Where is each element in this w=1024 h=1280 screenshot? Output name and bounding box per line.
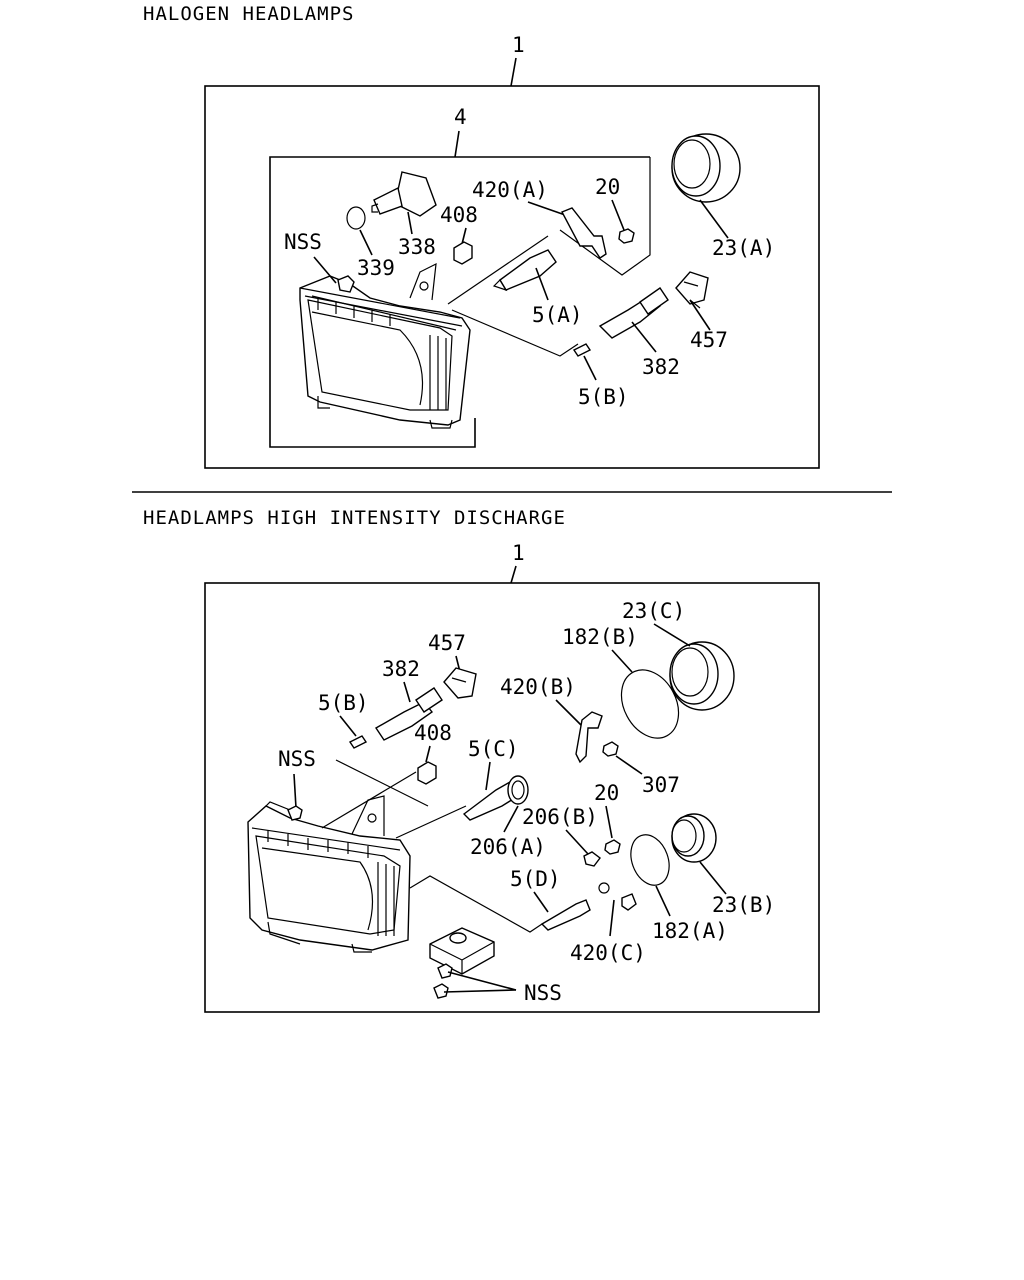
halogen-inner-leader	[454, 130, 460, 158]
hid-screw-307: 307	[602, 741, 680, 797]
hid-headlamp-body	[247, 795, 411, 953]
halogen-5b-label: 5(B)	[578, 385, 629, 409]
hid-dash-5d	[409, 875, 543, 933]
halogen-382-label: 382	[642, 355, 680, 379]
halogen-inner-frame	[269, 156, 650, 448]
halogen-bulb-socket-338: 338	[371, 171, 437, 259]
hid-23b-label: 23(B)	[712, 893, 775, 917]
halogen-nss-screw: NSS	[284, 230, 355, 293]
halogen-338-label: 338	[398, 235, 436, 259]
halogen-457-label: 457	[690, 328, 728, 352]
hid-206b-label: 206(B)	[522, 805, 598, 829]
hid-bulb-5c: 5(C)	[462, 737, 529, 821]
hid-nss-bottom-label: NSS	[524, 981, 562, 1005]
hid-182b-label: 182(B)	[562, 625, 638, 649]
hid-nss-bottom: NSS	[443, 971, 562, 1005]
halogen-5a-label: 5(A)	[532, 303, 583, 327]
halogen-nss-label: NSS	[284, 230, 322, 254]
hid-outer-frame	[204, 582, 820, 1013]
halogen-section: HALOGEN HEADLAMPS 1 4 NSS	[143, 3, 820, 469]
halogen-socket-457: 457	[675, 271, 728, 352]
halogen-o-ring-339: 339	[346, 206, 395, 280]
hid-assembly-leader	[510, 565, 517, 584]
halogen-339-label: 339	[357, 256, 395, 280]
hid-ballast-unit	[429, 927, 495, 999]
hid-bulb-382: 382	[375, 657, 443, 741]
hid-bulb-5d: 5(D)	[510, 867, 591, 931]
hid-dash-408	[321, 771, 417, 829]
halogen-collar-408: 408	[440, 203, 478, 265]
hid-dash-5c	[395, 805, 467, 839]
hid-5c-label: 5(C)	[468, 737, 519, 761]
hid-382-label: 382	[382, 657, 420, 681]
hid-420b-label: 420(B)	[500, 675, 576, 699]
hid-o-ring-182a: 182(A)	[630, 834, 728, 943]
hid-206a: 206(A)	[470, 805, 546, 859]
halogen-inner-frame-notch	[559, 157, 651, 276]
halogen-408-label: 408	[440, 203, 478, 227]
hid-cap-23c: 23(C)	[622, 599, 735, 711]
hid-182a-label: 182(A)	[652, 919, 728, 943]
hid-dash-5b	[335, 759, 429, 807]
halogen-dash-5a	[447, 235, 549, 305]
hid-307-label: 307	[642, 773, 680, 797]
halogen-assembly-label: 1	[512, 33, 525, 57]
hid-420c-label: 420(C)	[570, 941, 646, 965]
halogen-section-title: HALOGEN HEADLAMPS	[143, 3, 354, 25]
hid-5d-label: 5(D)	[510, 867, 561, 891]
halogen-cap-23a: 23(A)	[671, 133, 775, 260]
hid-section-title: HEADLAMPS HIGH INTENSITY DISCHARGE	[143, 507, 566, 529]
hid-screw-20: 20	[594, 781, 621, 855]
hid-collar-408: 408	[414, 721, 452, 785]
halogen-headlamp-body	[299, 262, 471, 429]
halogen-assembly-leader	[510, 57, 517, 87]
hid-clip-206b: 206(B)	[522, 805, 601, 867]
hid-socket-457: 457	[428, 631, 477, 699]
halogen-inner-assembly-label: 4	[454, 105, 467, 129]
hid-5b-label: 5(B)	[318, 691, 369, 715]
hid-23c-label: 23(C)	[622, 599, 685, 623]
halogen-bulb-382: 382	[598, 287, 680, 379]
halogen-20-label: 20	[595, 175, 620, 199]
halogen-bulb-5b: 5(B)	[572, 343, 629, 409]
hid-nss-top: NSS	[278, 747, 316, 821]
hid-408-label: 408	[414, 721, 452, 745]
hid-bracket-420c: 420(C)	[570, 882, 646, 965]
halogen-23a-label: 23(A)	[712, 236, 775, 260]
hid-section: HEADLAMPS HIGH INTENSITY DISCHARGE 1 NSS	[143, 507, 820, 1013]
halogen-screw-20: 20	[595, 175, 635, 244]
hid-bulb-5b: 5(B)	[318, 691, 369, 749]
hid-assembly-label: 1	[512, 541, 525, 565]
halogen-420a-label: 420(A)	[472, 178, 548, 202]
hid-nss-top-label: NSS	[278, 747, 316, 771]
halogen-outer-frame	[204, 85, 820, 469]
hid-cap-23b: 23(B)	[671, 813, 775, 917]
halogen-bulb-5a: 5(A)	[492, 249, 583, 327]
halogen-dash-5b	[451, 309, 579, 357]
hid-457-label: 457	[428, 631, 466, 655]
halogen-bracket-420a: 420(A)	[472, 178, 607, 259]
hid-206a-label: 206(A)	[470, 835, 546, 859]
hid-20-label: 20	[594, 781, 619, 805]
hid-bracket-420b: 420(B)	[500, 675, 603, 764]
